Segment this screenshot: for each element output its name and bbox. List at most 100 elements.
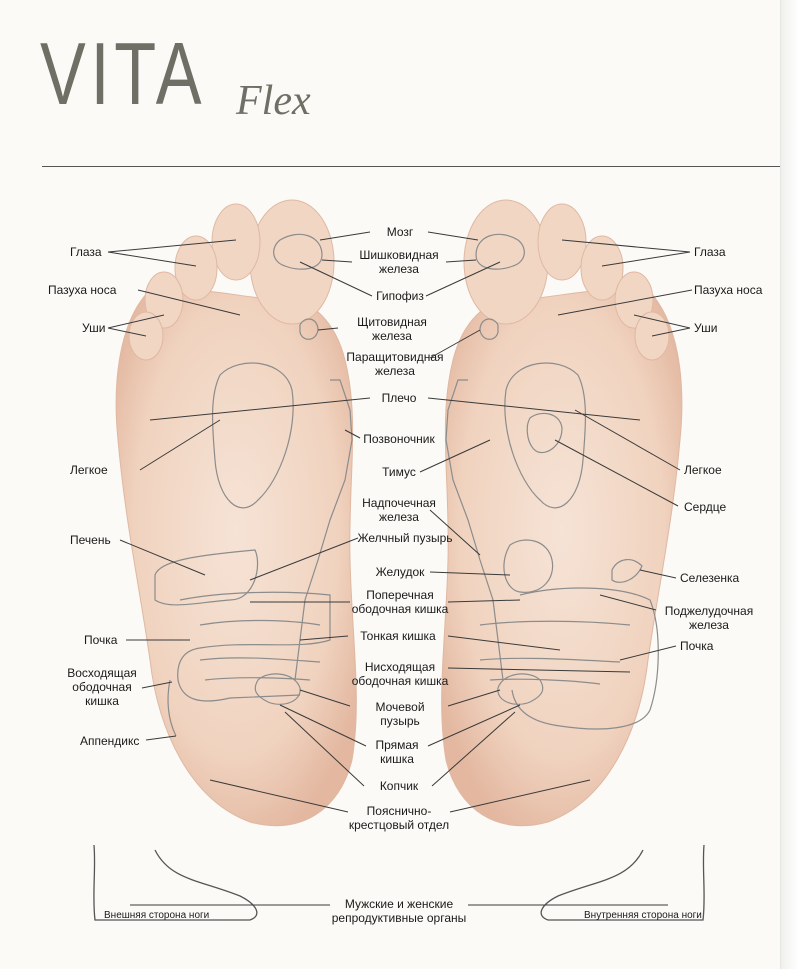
label-bladder: Мочевой пузырь	[360, 700, 440, 728]
right-small-intestine-outline	[479, 620, 631, 685]
left-appendix-outline	[167, 679, 177, 737]
leader-ears-left	[107, 314, 165, 337]
label-inner-side: Внутренняя сторона ноги	[584, 910, 702, 921]
right-brain-outline	[475, 233, 525, 270]
label-pancreas: Поджелудочная железа	[654, 604, 764, 632]
label-coccyx: Копчик	[379, 779, 419, 793]
left-big-toe	[249, 199, 335, 325]
label-thyroid-line1: Щитовидная	[357, 315, 427, 329]
leader-descending	[447, 667, 631, 673]
label-lung-left: Легкое	[70, 463, 108, 477]
label-parathyroid: Паращитовидная железа	[335, 350, 455, 378]
label-pituitary: Гипофиз	[376, 289, 424, 303]
right-toe-3	[580, 235, 624, 301]
leader-spleen-right	[639, 569, 677, 579]
label-sinus-left: Пазуха носа	[48, 283, 117, 297]
label-ascending-colon: Восходящая ободочная кишка	[64, 666, 140, 708]
label-thyroid-line2: железа	[372, 329, 412, 343]
leader-pancreas-right	[599, 594, 657, 611]
leader-eyes-right	[561, 239, 691, 267]
leader-heart-right	[554, 439, 679, 507]
label-kidney-right: Почка	[680, 639, 714, 653]
leader-eyes-left	[107, 239, 237, 267]
label-ascending-colon-line3: кишка	[85, 694, 119, 708]
left-bladder-outline	[254, 673, 301, 705]
right-big-toe	[463, 199, 549, 325]
leader-gallbladder	[249, 537, 359, 581]
label-outer-side: Внешняя сторона ноги	[104, 910, 210, 921]
leader-lung-left	[139, 419, 221, 471]
label-lung-right: Легкое	[684, 463, 722, 477]
right-spine-outline	[445, 379, 504, 681]
leader-asc-colon-left	[141, 681, 173, 689]
leader-kidney-right	[619, 645, 677, 661]
label-sinus-right: Пазуха носа	[694, 283, 763, 297]
leader-small-intestine	[299, 635, 561, 651]
left-lung-outline	[211, 362, 294, 509]
label-adrenal: Надпочечная железа	[346, 496, 452, 524]
label-pineal: Шишковидная железа	[352, 248, 446, 276]
leader-sinus-right	[557, 289, 693, 316]
leader-spine	[344, 429, 361, 439]
label-transverse-colon-line1: Поперечная	[366, 588, 434, 602]
right-toe-4	[614, 271, 654, 329]
label-rectum-line1: Прямая	[375, 738, 419, 752]
label-lumbosacral: Пояснично- крестцовый отдел	[344, 804, 454, 832]
label-reproductive: Мужские и женские репродуктивные органы	[330, 897, 468, 925]
label-descending-colon-line1: Нисходящая	[364, 660, 436, 674]
label-descending-colon: Нисходящая ободочная кишка	[348, 660, 452, 688]
label-eyes-left: Глаза	[70, 245, 102, 259]
leader-appendix-left	[145, 735, 177, 741]
right-lung-outline	[504, 362, 587, 509]
left-spine-outline	[294, 379, 353, 681]
page-edge	[780, 0, 798, 969]
label-bladder-line1: Мочевой	[375, 700, 425, 714]
label-pancreas-line2: железа	[689, 618, 729, 632]
leader-thyroid	[317, 327, 339, 331]
leader-bladder	[299, 689, 501, 707]
leader-adrenal	[429, 509, 481, 556]
left-toe-4	[144, 271, 184, 329]
label-eyes-right: Глаза	[694, 245, 726, 259]
leader-rectum	[279, 704, 521, 747]
label-ears-right: Уши	[694, 321, 718, 335]
leader-pineal	[321, 259, 477, 263]
label-lumbosacral-line2: крестцовый отдел	[348, 818, 450, 832]
right-stomach-outline	[503, 539, 554, 593]
label-kidney-left: Почка	[84, 633, 118, 647]
leader-coccyx	[284, 711, 516, 787]
outer-foot-profile	[93, 844, 258, 921]
leader-shoulder	[149, 397, 641, 421]
label-spine: Позвоночник	[363, 432, 435, 446]
label-gallbladder: Желчный пузырь	[357, 531, 453, 545]
label-reproductive-line1: Мужские и женские	[344, 897, 454, 911]
label-ascending-colon-line1: Восходящая	[67, 666, 137, 680]
label-pancreas-line1: Поджелудочная	[664, 604, 754, 618]
label-ears-left: Уши	[82, 321, 106, 335]
label-spleen: Селезенка	[680, 571, 740, 585]
label-appendix: Аппендикс	[80, 734, 140, 748]
label-rectum: Прямая кишка	[366, 738, 428, 766]
leader-parathyroid	[429, 329, 481, 359]
right-colon-outline	[511, 587, 659, 730]
label-descending-colon-line2: ободочная кишка	[351, 674, 449, 688]
left-colon-outline	[177, 591, 331, 702]
label-reproductive-line2: репродуктивные органы	[331, 911, 467, 925]
leader-liver-left	[119, 539, 206, 576]
left-toe-3	[174, 235, 218, 301]
label-thyroid: Щитовидная железа	[338, 315, 446, 343]
right-bladder-outline	[497, 673, 544, 705]
leader-brain	[319, 231, 479, 241]
label-adrenal-line2: железа	[379, 510, 419, 524]
title-divider	[42, 166, 780, 167]
right-foot	[441, 199, 683, 827]
label-liver: Печень	[70, 533, 111, 547]
label-parathyroid-line1: Паращитовидная	[346, 350, 444, 364]
leader-lines	[107, 231, 693, 813]
label-stomach: Желудок	[375, 565, 425, 579]
label-brain: Мозг	[386, 225, 414, 239]
left-thyroid-outline	[299, 318, 319, 340]
leader-stomach	[429, 571, 511, 576]
right-heart-outline	[526, 412, 563, 454]
